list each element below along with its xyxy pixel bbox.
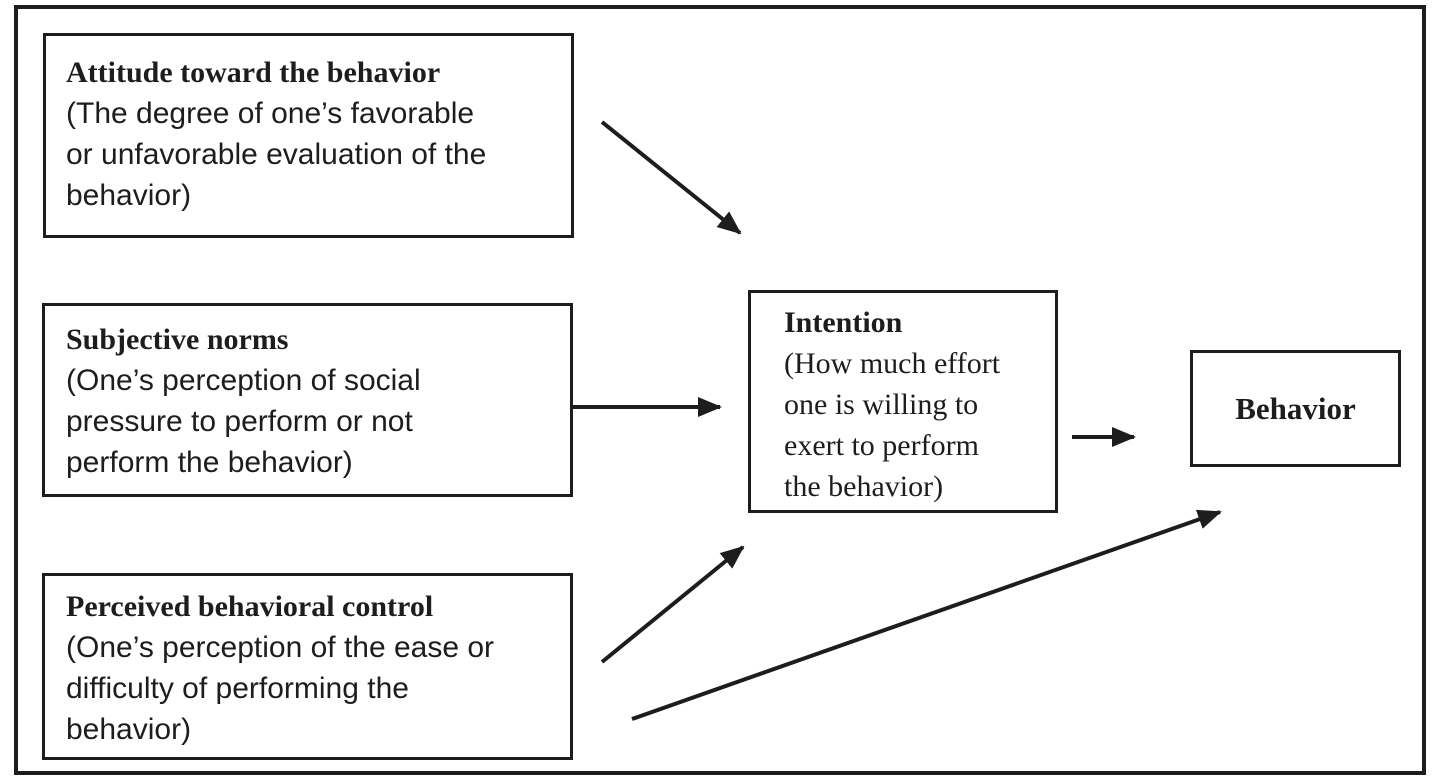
node-intention-desc-line: one is willing to (784, 388, 979, 421)
diagram-border (14, 5, 1426, 775)
node-attitude-desc-line: (The degree of one’s favorable (66, 97, 475, 130)
node-subjective-norms-title: Subjective norms (66, 323, 289, 356)
node-attitude-desc-line: behavior) (66, 179, 192, 212)
node-intention-title: Intention (784, 306, 903, 339)
node-attitude-title: Attitude toward the behavior (66, 56, 441, 89)
node-subjective-norms-desc-line: perform the behavior) (66, 446, 353, 479)
node-intention-desc-line: the behavior) (784, 470, 944, 503)
node-attitude: Attitude toward the behavior (The degree… (43, 33, 574, 238)
node-perceived-behavioral-control: Perceived behavioral control (One’s perc… (42, 573, 573, 760)
node-perceived-control-desc-line: (One’s perception of the ease or (66, 631, 495, 664)
node-perceived-control-title: Perceived behavioral control (66, 590, 434, 623)
node-perceived-control-desc-line: difficulty of performing the (66, 672, 409, 705)
node-intention-desc-line: exert to perform (784, 429, 979, 462)
node-subjective-norms-desc-line: pressure to perform or not (66, 405, 413, 438)
node-attitude-desc-line: or unfavorable evaluation of the (66, 138, 487, 171)
node-intention-desc-line: (How much effort (784, 347, 1001, 380)
node-behavior: Behavior (1190, 350, 1401, 467)
node-subjective-norms-desc-line: (One’s perception of social (66, 364, 421, 397)
node-behavior-title: Behavior (1235, 391, 1356, 426)
node-subjective-norms: Subjective norms (One’s perception of so… (42, 303, 573, 497)
node-perceived-control-desc-line: behavior) (66, 713, 192, 746)
node-intention: Intention (How much effort one is willin… (748, 290, 1058, 513)
